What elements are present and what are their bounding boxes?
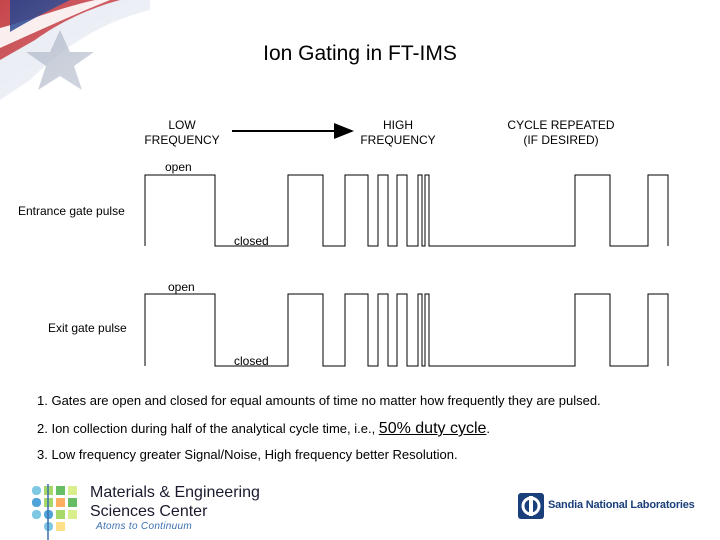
note-2: 2. Ion collection during half of the ana… bbox=[37, 420, 490, 438]
entrance-gate-label: Entrance gate pulse bbox=[18, 204, 125, 218]
mesc-name-line1: Materials & Engineering bbox=[90, 484, 260, 501]
exit-gate-label: Exit gate pulse bbox=[48, 321, 127, 335]
exit-open-label: open bbox=[168, 280, 195, 294]
sandia-name: Sandia National Laboratories bbox=[548, 499, 695, 511]
low-frequency-line2: FREQUENCY bbox=[144, 133, 220, 147]
note-2-end: . bbox=[486, 421, 491, 436]
high-frequency-line1: HIGH bbox=[383, 118, 413, 132]
low-frequency-line1: LOW bbox=[168, 118, 196, 132]
cycle-repeated-label: CYCLE REPEATED (IF DESIRED) bbox=[496, 118, 626, 148]
cycle-repeated-line2: (IF DESIRED) bbox=[523, 133, 599, 147]
cycle-repeated-line1: CYCLE REPEATED bbox=[507, 118, 615, 132]
entrance-gate-waveform bbox=[144, 174, 669, 247]
flag-icon bbox=[0, 0, 150, 100]
low-frequency-label: LOW FREQUENCY bbox=[138, 118, 226, 148]
note-2-text: 2. Ion collection during half of the ana… bbox=[37, 421, 379, 436]
gate-pulse-diagram bbox=[144, 123, 669, 367]
entrance-open-label: open bbox=[165, 160, 192, 174]
exit-closed-label: closed bbox=[234, 354, 269, 368]
mesc-name: Materials & Engineering Sciences Center bbox=[90, 483, 260, 521]
mesc-tagline: Atoms to Continuum bbox=[96, 521, 192, 532]
note-2-duty-cycle: 50% duty cycle bbox=[378, 420, 487, 437]
note-1: 1. Gates are open and closed for equal a… bbox=[37, 393, 601, 408]
entrance-closed-label: closed bbox=[234, 234, 269, 248]
exit-gate-waveform bbox=[144, 293, 669, 367]
mesc-name-line2: Sciences Center bbox=[90, 503, 208, 520]
high-frequency-line2: FREQUENCY bbox=[360, 133, 436, 147]
mesc-grid-logo-icon bbox=[32, 484, 77, 540]
page-title: Ion Gating in FT-IMS bbox=[263, 42, 457, 65]
high-frequency-label: HIGH FREQUENCY bbox=[354, 118, 442, 148]
sandia-logo-icon bbox=[518, 493, 544, 519]
note-3: 3. Low frequency greater Signal/Noise, H… bbox=[37, 447, 458, 462]
